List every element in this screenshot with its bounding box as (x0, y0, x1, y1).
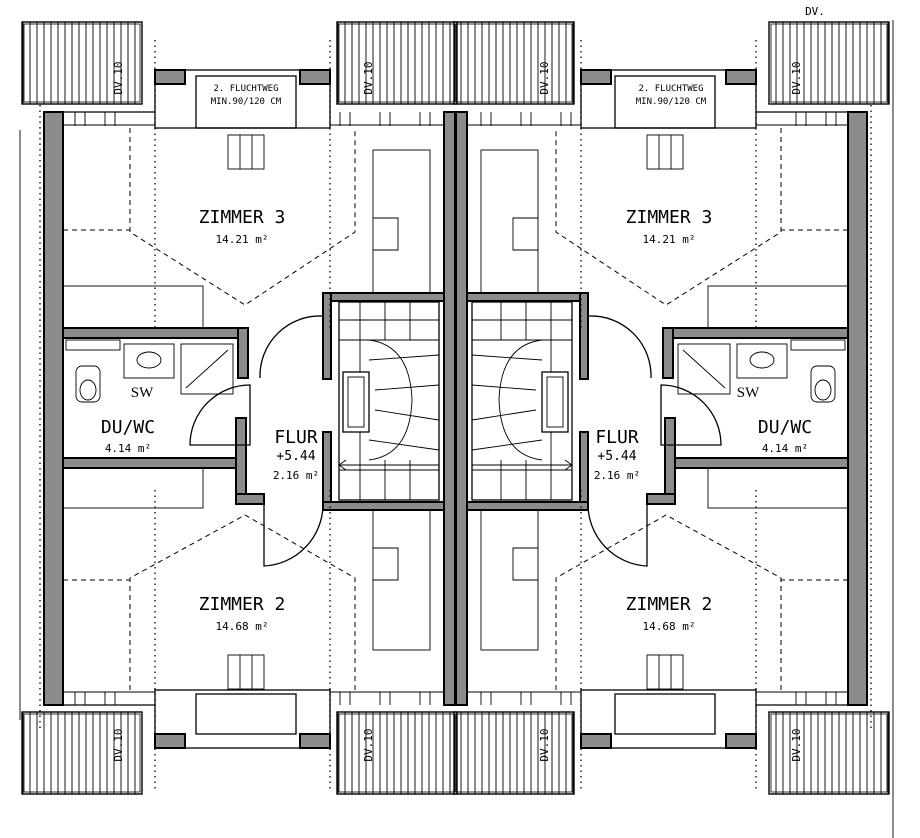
escape-line1-right: 2. FLUCHTWEG (638, 84, 703, 94)
unit-right-labels: ZIMMER 3 14.21 m² ZIMMER 2 14.68 m² DU/W… (538, 61, 812, 761)
dormer-label-left-bl: DV.10 (112, 728, 125, 761)
hall-name-right: FLUR (595, 427, 639, 448)
unit-right (454, 22, 889, 794)
hall-level-right: +5.44 (597, 449, 636, 464)
dormer-label-right-br: DV.10 (790, 728, 803, 761)
sw-label-left: SW (131, 385, 154, 401)
zimmer3-name-left: ZIMMER 3 (199, 207, 286, 228)
bath-area-left: 4.14 m² (105, 442, 151, 455)
unit-left-labels: ZIMMER 3 14.21 m² ZIMMER 2 14.68 m² DU/W… (101, 61, 375, 761)
sw-label-right: SW (737, 385, 760, 401)
bath-name-left: DU/WC (101, 417, 155, 438)
zimmer3-area-left: 14.21 m² (216, 233, 269, 246)
zimmer2-name-left: ZIMMER 2 (199, 594, 286, 615)
dormer-label-right-bl: DV.10 (538, 728, 551, 761)
dormer-label-right-tl: DV.10 (538, 61, 551, 94)
hall-area-right: 2.16 m² (594, 469, 640, 482)
escape-line2-left: MIN.90/120 CM (211, 97, 282, 107)
hall-level-left: +5.44 (276, 449, 315, 464)
dormer-label-right-tr: DV.10 (790, 61, 803, 94)
hall-area-left: 2.16 m² (273, 469, 319, 482)
corner-label: DV. (805, 5, 825, 18)
unit-left (22, 22, 457, 794)
zimmer3-area-right: 14.21 m² (643, 233, 696, 246)
zimmer2-area-right: 14.68 m² (643, 620, 696, 633)
zimmer2-name-right: ZIMMER 2 (626, 594, 713, 615)
hall-name-left: FLUR (274, 427, 318, 448)
dormer-label-left-tl: DV.10 (112, 61, 125, 94)
escape-line1-left: 2. FLUCHTWEG (213, 84, 278, 94)
bath-area-right: 4.14 m² (762, 442, 808, 455)
dormer-label-left-tr: DV.10 (362, 61, 375, 94)
zimmer2-area-left: 14.68 m² (216, 620, 269, 633)
bath-name-right: DU/WC (758, 417, 812, 438)
zimmer3-name-right: ZIMMER 3 (626, 207, 713, 228)
dormer-label-left-br: DV.10 (362, 728, 375, 761)
escape-line2-right: MIN.90/120 CM (636, 97, 707, 107)
